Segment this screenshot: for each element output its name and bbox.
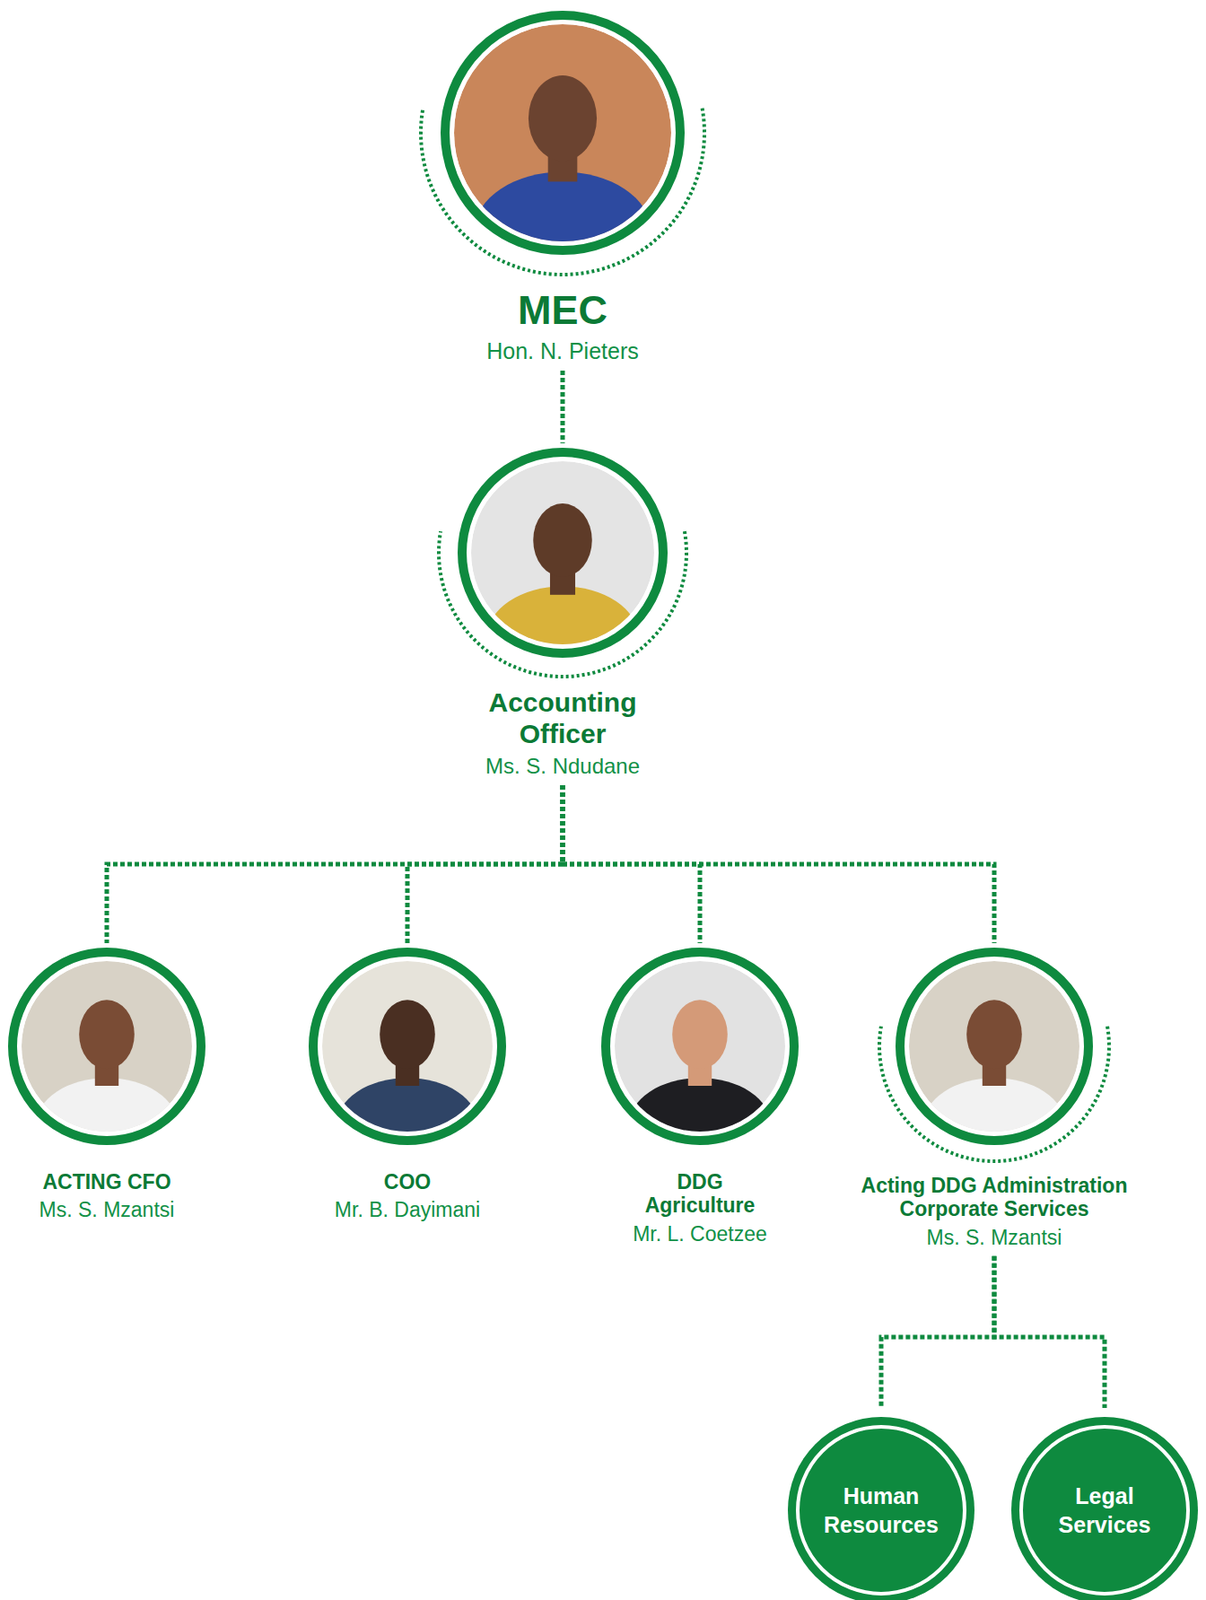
shoulders [487,585,638,687]
unit-fill [1011,1416,1198,1600]
unit-fill [787,1416,975,1600]
unit-name: Legal Services [1032,1481,1177,1540]
head [533,503,593,577]
person-circle: COO Mr. B. Dayimani [290,942,525,1224]
unit-inner-ring [797,1426,965,1594]
person-name: Hon. N. Pieters [392,337,734,366]
reporting-line [407,785,563,944]
shoulders [336,1077,479,1173]
person-circle: DDG AgricultureMr. L. Coetzee [583,942,817,1248]
dotted-arc [879,1026,1110,1162]
person-name: Ms. S. Mzantsi [823,1224,1165,1251]
unit-inner-ring [1021,1426,1189,1594]
portrait-placeholder [454,24,672,289]
person-circle: MEC Hon. N. Pieters [392,0,734,366]
head [528,75,597,161]
reporting-line [881,1256,995,1408]
head [78,999,135,1069]
person-name: Ms. S. Mzantsi [0,1197,213,1224]
portrait-frame [415,0,710,280]
person-name: Ms. S. Ndudane [419,752,707,780]
role-title: COO [299,1170,516,1194]
reporting-line [106,785,563,944]
portrait-placeholder [471,461,655,688]
reporting-line [560,370,566,444]
role-title: MEC [401,287,725,334]
person-name: Mr. L. Coetzee [583,1221,817,1248]
portrait-frame [873,926,1115,1167]
portrait-placeholder [614,961,786,1173]
shoulders [474,172,651,290]
role-title: DDG Agriculture [632,1170,768,1218]
person-name: Mr. B. Dayimani [290,1197,525,1224]
portrait-placeholder [322,961,493,1173]
role-title: Accounting Officer [450,687,675,750]
person-circle: ACTING CFO Ms. S. Mzantsi [0,942,213,1224]
unit-circle: Human Resources [786,1415,976,1600]
portrait-frame [303,942,512,1151]
portrait-placeholder [908,961,1080,1173]
unit-circle: Legal Services [1010,1415,1199,1600]
head [379,999,436,1069]
unit-label-box: Human Resources [786,1415,976,1600]
portrait-frame [433,423,692,682]
role-title: Acting DDG Administration Corporate Serv… [823,1173,1165,1222]
unit-name: Human Resources [809,1481,953,1540]
shoulders [629,1077,771,1173]
head [966,999,1023,1069]
person-circle: Accounting OfficerMs. S. Ndudane [419,423,707,780]
person-circle: Acting DDG Administration Corporate Serv… [823,926,1165,1251]
dotted-arc [438,531,687,677]
unit-label-box: Legal Services [1010,1415,1199,1600]
reporting-line [562,785,995,944]
shoulders [923,1077,1066,1173]
role-title: ACTING CFO [0,1170,213,1194]
shoulders [35,1077,178,1173]
dotted-arc [420,108,705,275]
portrait-frame [2,942,211,1151]
reporting-line [994,1256,1105,1408]
portrait-frame [595,942,804,1151]
head [672,999,728,1069]
portrait-placeholder [21,961,193,1173]
